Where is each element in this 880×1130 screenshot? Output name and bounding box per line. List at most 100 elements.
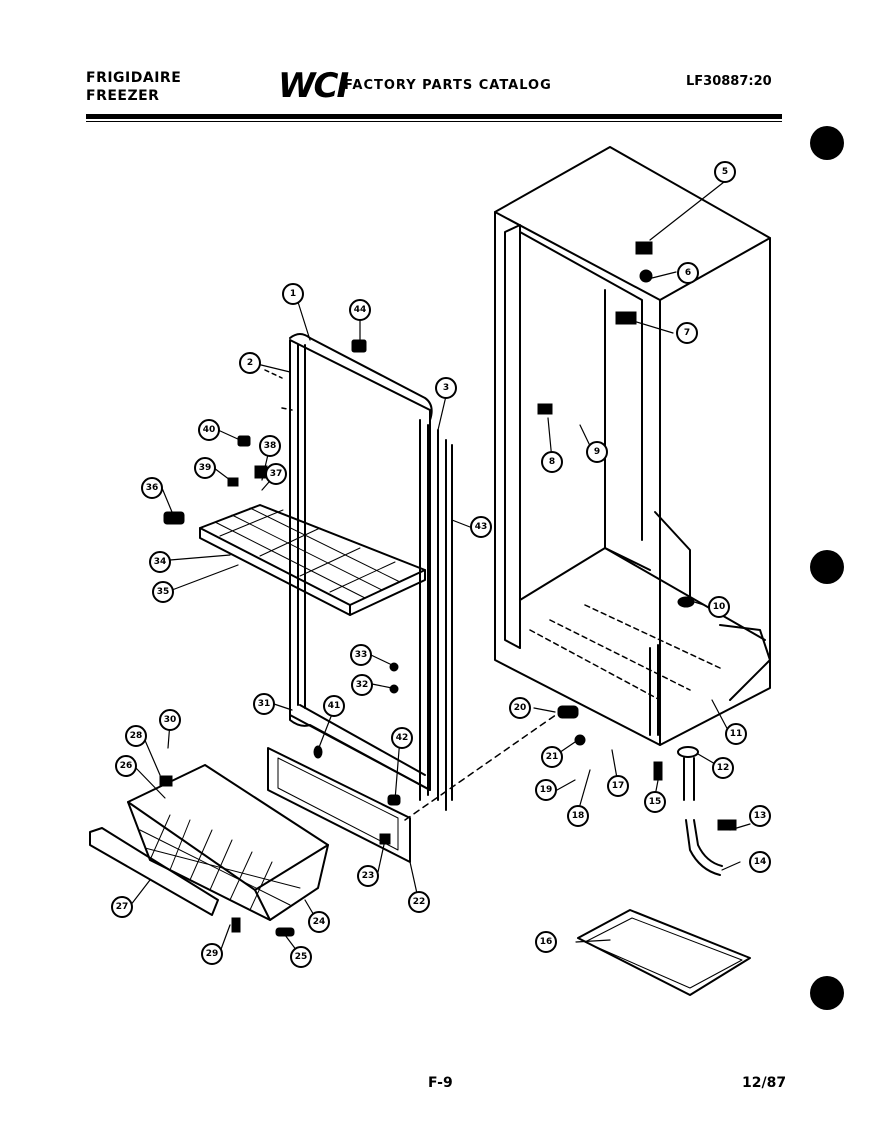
- callout-10: 10: [708, 596, 730, 618]
- callout-30: 30: [159, 709, 181, 731]
- callout-circle: [408, 891, 430, 913]
- callout-label: 30: [164, 715, 177, 725]
- callout-circle: [201, 943, 223, 965]
- callout-label: 9: [594, 447, 600, 457]
- callout-label: 10: [713, 602, 726, 612]
- callout-label: 1: [290, 289, 296, 299]
- drain-pan: [577, 909, 751, 996]
- callout-15: 15: [644, 791, 666, 813]
- callout-label: 29: [206, 949, 219, 959]
- callout-circle: [259, 435, 281, 457]
- callout-19: 19: [535, 779, 557, 801]
- part-25-shape: [275, 927, 295, 937]
- callout-label: 28: [130, 731, 143, 741]
- page-number: F-9: [428, 1075, 453, 1091]
- callout-8: 8: [541, 451, 563, 473]
- callout-12: 12: [712, 757, 734, 779]
- callout-circle: [535, 779, 557, 801]
- callout-label: 25: [295, 952, 308, 962]
- catalog-date: 12/87: [742, 1075, 787, 1091]
- callout-7: 7: [676, 322, 698, 344]
- callout-3: 3: [435, 377, 457, 399]
- callout-11: 11: [725, 723, 747, 745]
- callout-circle: [115, 755, 137, 777]
- callout-label: 38: [264, 441, 277, 451]
- callout-circle: [676, 322, 698, 344]
- callout-circle: [644, 791, 666, 813]
- binder-hole-bottom: [810, 976, 844, 1010]
- callout-label: 13: [754, 811, 767, 821]
- callout-34: 34: [149, 551, 171, 573]
- callout-circle: [357, 865, 379, 887]
- callout-circle: [677, 262, 699, 284]
- basket-front-panel: [89, 827, 219, 916]
- part-41-shape: [313, 745, 323, 759]
- callout-label: 8: [549, 457, 555, 467]
- callout-label: 23: [362, 871, 375, 881]
- part-6-shape: [639, 269, 653, 283]
- callout-9: 9: [586, 441, 608, 463]
- kick-plate: [267, 747, 411, 863]
- callout-6: 6: [677, 262, 699, 284]
- callout-circle: [535, 931, 557, 953]
- part-15-shape: [653, 761, 663, 781]
- callout-circle: [541, 746, 563, 768]
- callout-circle: [586, 441, 608, 463]
- callout-23: 23: [357, 865, 379, 887]
- part-5-shape: [635, 241, 653, 255]
- part-29-shape: [231, 917, 241, 933]
- callout-37: 37: [265, 463, 287, 485]
- callout-circle: [349, 299, 371, 321]
- callout-label: 27: [116, 902, 129, 912]
- catalog-title: FACTORY PARTS CATALOG: [344, 78, 552, 93]
- callout-label: 12: [717, 763, 730, 773]
- callout-circle: [607, 775, 629, 797]
- wci-logo: WCI: [278, 66, 349, 106]
- callout-41: 41: [323, 695, 345, 717]
- callout-35: 35: [152, 581, 174, 603]
- callout-27: 27: [111, 896, 133, 918]
- callout-label: 21: [546, 752, 559, 762]
- callout-1: 1: [282, 283, 304, 305]
- callout-label: 40: [203, 425, 216, 435]
- callout-label: 22: [413, 897, 426, 907]
- callout-label: 2: [247, 358, 253, 368]
- callout-label: 33: [355, 650, 368, 660]
- callout-circle: [194, 457, 216, 479]
- callout-label: 15: [649, 797, 662, 807]
- callout-label: 41: [328, 701, 341, 711]
- callout-label: 5: [722, 167, 728, 177]
- callout-circle: [714, 161, 736, 183]
- callout-42: 42: [391, 727, 413, 749]
- part-36-shape: [163, 511, 185, 525]
- callout-circle: [159, 709, 181, 731]
- callout-label: 14: [754, 857, 767, 867]
- callout-circle: [265, 463, 287, 485]
- callout-circle: [323, 695, 345, 717]
- callout-18: 18: [567, 805, 589, 827]
- callout-circle: [198, 419, 220, 441]
- part-23-shape: [379, 833, 391, 845]
- callout-circle: [725, 723, 747, 745]
- callout-label: 34: [154, 557, 167, 567]
- callout-circle: [125, 725, 147, 747]
- callout-label: 32: [356, 680, 369, 690]
- callout-circle: [152, 581, 174, 603]
- callout-circle: [290, 946, 312, 968]
- callout-16: 16: [535, 931, 557, 953]
- callout-21: 21: [541, 746, 563, 768]
- header-rule: [86, 114, 782, 119]
- callout-13: 13: [749, 805, 771, 827]
- callout-circle: [470, 516, 492, 538]
- binder-hole-top: [810, 126, 844, 160]
- callout-circle: [541, 451, 563, 473]
- part-28-shape: [159, 775, 173, 787]
- callout-label: 42: [396, 733, 409, 743]
- callout-14: 14: [749, 851, 771, 873]
- callout-circle: [149, 551, 171, 573]
- callout-circle: [282, 283, 304, 305]
- drain-tube: [677, 746, 723, 876]
- part-30-shape: [557, 705, 579, 719]
- callout-26: 26: [115, 755, 137, 777]
